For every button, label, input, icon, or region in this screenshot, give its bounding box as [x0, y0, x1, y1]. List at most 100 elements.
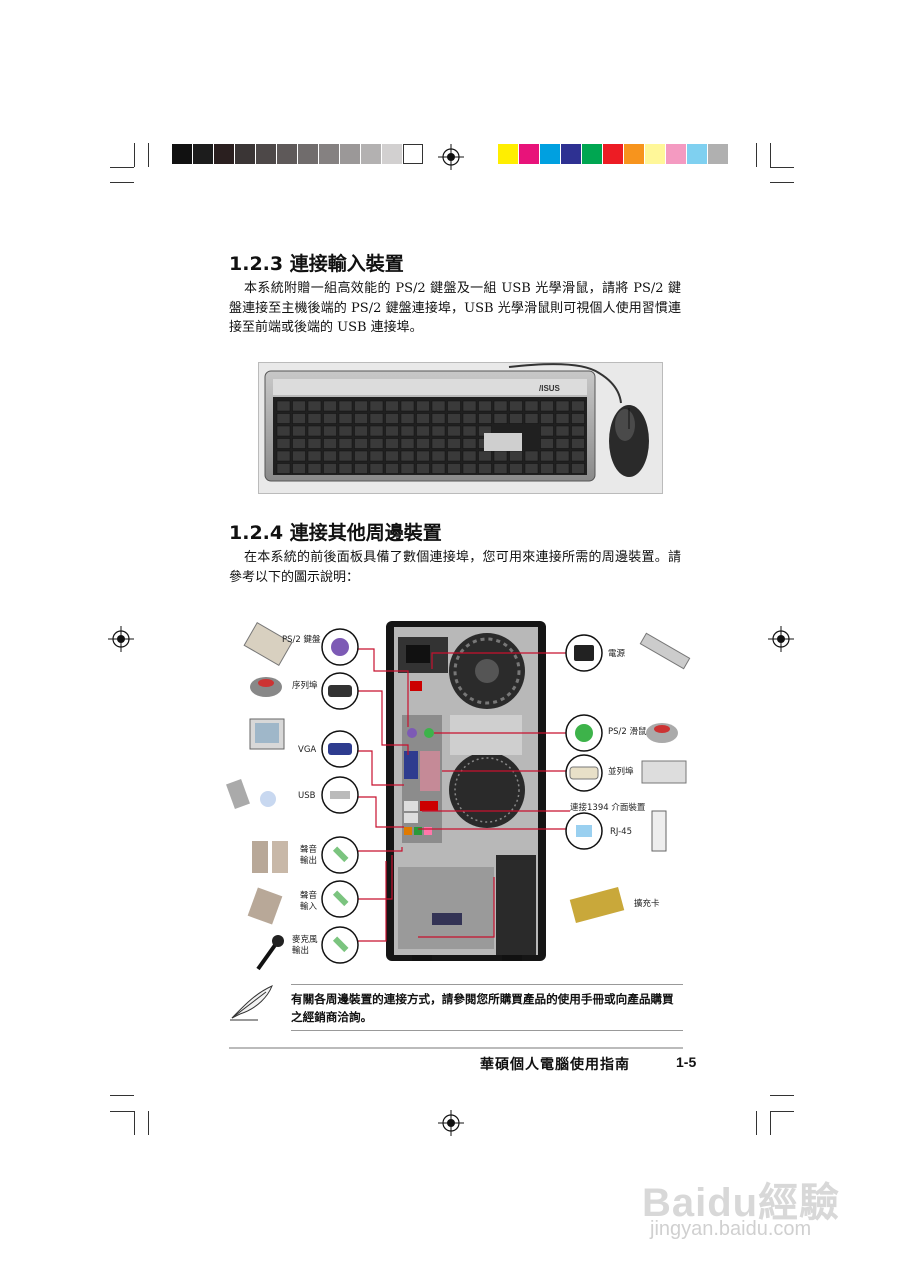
- mouse-device-icon: [250, 677, 282, 697]
- keyboard-key: [540, 400, 554, 412]
- keyboard-key: [571, 400, 585, 412]
- keyboard-key: [369, 438, 384, 449]
- keyboard-key: [540, 425, 554, 437]
- keyboard-key: [416, 463, 430, 474]
- mic-jack-icon: [332, 936, 349, 953]
- keyboard-key: [447, 450, 461, 462]
- keyboard-key: [540, 450, 554, 462]
- keyboard-key: [416, 438, 430, 449]
- keyboard-key: [447, 425, 461, 437]
- keyboard-key: [276, 463, 291, 474]
- keyboard-key: [400, 425, 415, 437]
- label-ps2-mouse: PS/2 滑鼠: [608, 727, 647, 737]
- keyboard-key: [323, 400, 337, 412]
- keyboard-key: [292, 413, 306, 424]
- monitor-device-icon: [249, 718, 285, 750]
- keyboard-key: [447, 413, 461, 424]
- keyboard-key: [276, 400, 291, 412]
- baidu-watermark-logo: Baidu經驗: [642, 1181, 841, 1225]
- label-mic: 麥克風輸出: [292, 935, 318, 956]
- keyboard-key: [478, 413, 492, 424]
- gray-swatch: [214, 144, 234, 164]
- keyboard-key: [307, 450, 322, 462]
- registration-mark-icon: [108, 626, 134, 652]
- keyboard-key: [292, 438, 306, 449]
- label-ieee1394: 連接1394 介面裝置: [570, 803, 646, 813]
- keyboard-key: [509, 450, 523, 462]
- section-heading-peripherals: 1.2.4 連接其他周邊裝置: [229, 522, 442, 544]
- keyboard-key: [323, 450, 337, 462]
- color-swatch: [708, 144, 728, 164]
- registration-mark-icon: [438, 1110, 464, 1136]
- registration-mark-icon: [768, 626, 794, 652]
- expansion-card-icon: [569, 886, 625, 924]
- router-device-icon: [651, 810, 667, 852]
- cassette-player-icon: [247, 887, 283, 925]
- keyboard-key: [416, 450, 430, 462]
- label-audio-in: 聲音輸入: [300, 891, 318, 912]
- label-parallel-port: 並列埠: [608, 767, 634, 777]
- keyboard-key: [509, 413, 523, 424]
- gray-swatch: [361, 144, 381, 164]
- keyboard-key: [276, 425, 291, 437]
- keyboard-key: [447, 463, 461, 474]
- keyboard-key: [292, 400, 306, 412]
- keyboard-key: [431, 413, 446, 424]
- keyboard-key: [524, 413, 539, 424]
- keyboard-key: [292, 425, 306, 437]
- keyboard-key: [493, 450, 508, 462]
- keyboard-key: [571, 438, 585, 449]
- keyboard-key: [462, 450, 477, 462]
- keyboard-key: [524, 400, 539, 412]
- keyboard-key: [431, 463, 446, 474]
- keyboard-device-icon: [243, 622, 293, 666]
- ps2-keyboard-connector-icon: [331, 638, 349, 656]
- printer-device-icon: [641, 760, 687, 784]
- mouse-device-icon: [646, 723, 678, 743]
- keyboard-key: [509, 400, 523, 412]
- keyboard-key: [431, 425, 446, 437]
- color-swatch: [540, 144, 560, 164]
- vga-connector-icon: [328, 743, 352, 755]
- keyboard-key: [462, 413, 477, 424]
- keyboard-key: [462, 438, 477, 449]
- keyboard-key: [400, 450, 415, 462]
- pda-device-icon: [226, 779, 276, 809]
- keyboard-key: [447, 438, 461, 449]
- keyboard-mouse-photo: /ISUS: [258, 362, 663, 494]
- keyboard-key: [338, 450, 353, 462]
- keyboard-key: [369, 413, 384, 424]
- keyboard-key: [292, 450, 306, 462]
- serial-connector-icon: [328, 685, 352, 697]
- keyboard-key: [555, 450, 570, 462]
- keyboard-key: [447, 400, 461, 412]
- gray-swatch: [340, 144, 360, 164]
- keyboard-key: [571, 413, 585, 424]
- grayscale-color-bar: [172, 144, 424, 164]
- svg-text:/ISUS: /ISUS: [539, 384, 561, 393]
- keyboard-key: [555, 438, 570, 449]
- gray-swatch: [382, 144, 402, 164]
- label-power: 電源: [608, 649, 626, 659]
- keyboard-key: [555, 413, 570, 424]
- keyboard-key: [307, 400, 322, 412]
- ps2-mouse-connector-icon: [575, 724, 593, 742]
- color-swatch: [561, 144, 581, 164]
- keyboard-key: [571, 463, 585, 474]
- keyboard-key: [354, 425, 368, 437]
- keyboard-key: [307, 463, 322, 474]
- rj45-connector-icon: [576, 825, 592, 837]
- keyboard-key: [369, 425, 384, 437]
- keyboard-key: [478, 400, 492, 412]
- keyboard-key: [323, 425, 337, 437]
- keyboard-key: [540, 438, 554, 449]
- gray-swatch: [298, 144, 318, 164]
- keyboard-key: [478, 450, 492, 462]
- gray-swatch: [193, 144, 213, 164]
- keyboard-key: [369, 450, 384, 462]
- gray-swatch: [172, 144, 192, 164]
- keyboard-key: [354, 438, 368, 449]
- color-swatch: [582, 144, 602, 164]
- keyboard-key: [385, 450, 399, 462]
- keyboard-key: [462, 400, 477, 412]
